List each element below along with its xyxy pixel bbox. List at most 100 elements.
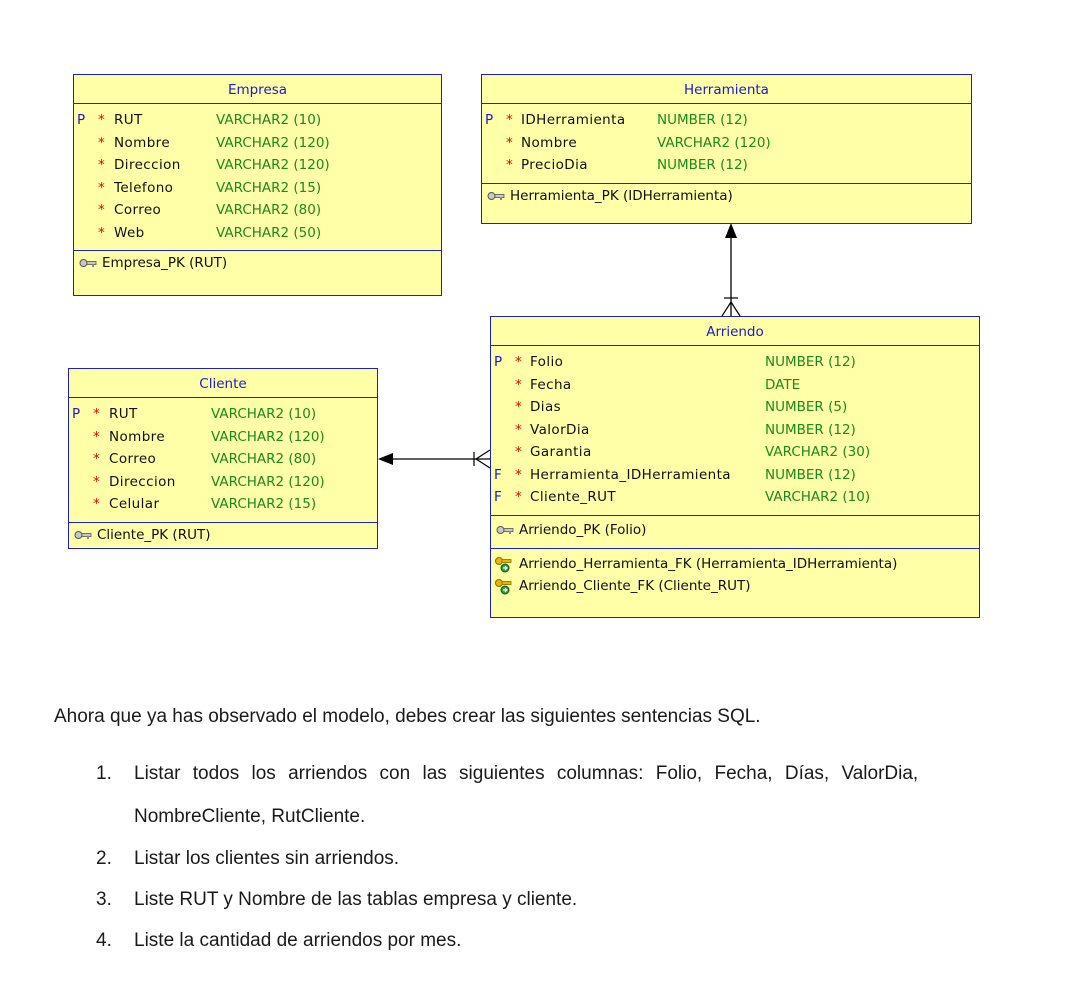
- fk-flag: F: [494, 489, 502, 505]
- column-type: VARCHAR2 (10): [211, 406, 317, 422]
- pk-flag: P: [77, 112, 86, 128]
- column-name: Correo: [114, 202, 162, 218]
- mandatory-star: *: [515, 399, 522, 415]
- column-type: VARCHAR2 (120): [211, 428, 325, 445]
- column-type: VARCHAR2 (30): [765, 444, 871, 460]
- mandatory-star: *: [515, 466, 522, 483]
- column-row: P * RUT VARCHAR2 (10): [69, 404, 377, 427]
- entity-title: Herramienta: [482, 75, 971, 104]
- key-icon: [487, 191, 505, 200]
- primary-key-label: Herramienta_PK (IDHerramienta): [510, 187, 733, 204]
- mandatory-star: *: [98, 157, 105, 173]
- column-row: * PrecioDia NUMBER (12): [482, 155, 971, 178]
- column-type: VARCHAR2 (10): [765, 489, 871, 505]
- column-name: Folio: [530, 354, 564, 370]
- foreign-key-list: Arriendo_Herramienta_FK (Herramienta_IDH…: [491, 549, 979, 597]
- column-type: NUMBER (12): [765, 466, 856, 483]
- primary-key-label: Cliente_PK (RUT): [97, 526, 211, 543]
- foreign-key-icon: [495, 556, 512, 572]
- column-type: VARCHAR2 (120): [216, 157, 330, 173]
- foreign-key-icon: [495, 578, 512, 594]
- mandatory-star: *: [93, 406, 100, 422]
- column-type: VARCHAR2 (120): [657, 134, 771, 151]
- primary-key-row: Herramienta_PK (IDHerramienta): [482, 184, 971, 206]
- key-icon: [79, 259, 97, 267]
- primary-key-label: Empresa_PK (RUT): [102, 255, 228, 271]
- column-name: Fecha: [530, 376, 572, 393]
- mandatory-star: *: [93, 496, 100, 512]
- mandatory-star: *: [93, 473, 100, 490]
- column-row: * Nombre VARCHAR2 (120): [74, 133, 441, 156]
- mandatory-star: *: [506, 134, 513, 151]
- column-type: NUMBER (12): [657, 157, 748, 173]
- column-type: NUMBER (12): [765, 421, 856, 438]
- column-type: VARCHAR2 (80): [216, 202, 322, 218]
- list-text: NombreCliente, RutCliente.: [134, 806, 366, 827]
- mandatory-star: *: [98, 179, 105, 196]
- list-text: Liste RUT y Nombre de las tablas empresa…: [134, 889, 578, 910]
- column-name: PrecioDia: [521, 157, 588, 173]
- mandatory-star: *: [506, 157, 513, 173]
- mandatory-star: *: [506, 112, 513, 128]
- list-text: Listar todos los arriendos con las sigui…: [134, 763, 919, 784]
- column-name: Nombre: [521, 134, 578, 151]
- column-name: Telefono: [114, 179, 174, 196]
- intro-paragraph: Ahora que ya has observado el modelo, de…: [54, 706, 761, 727]
- column-name: Nombre: [109, 428, 166, 445]
- list-text: Listar los clientes sin arriendos.: [134, 848, 400, 869]
- list-number: 3.: [96, 889, 112, 910]
- column-type: VARCHAR2 (80): [211, 451, 317, 467]
- fk-flag: F: [494, 466, 502, 483]
- column-type: NUMBER (5): [765, 399, 848, 415]
- column-name: Direccion: [109, 473, 176, 490]
- mandatory-star: *: [515, 376, 522, 393]
- arrow-head-icon: [725, 223, 737, 238]
- primary-key-row: Cliente_PK (RUT): [69, 523, 377, 545]
- entity-title: Empresa: [74, 75, 441, 104]
- column-name: RUT: [109, 406, 138, 422]
- primary-key-row: Arriendo_PK (Folio): [491, 516, 979, 549]
- key-icon: [74, 530, 92, 539]
- column-name: ValorDia: [530, 421, 590, 438]
- mandatory-star: *: [98, 112, 105, 128]
- mandatory-star: *: [93, 451, 100, 467]
- list-number: 1.: [96, 763, 112, 784]
- primary-key-label: Arriendo_PK (Folio): [519, 521, 647, 538]
- column-row: * Correo VARCHAR2 (80): [74, 200, 441, 223]
- column-type: NUMBER (12): [765, 354, 856, 370]
- entity-title: Arriendo: [491, 317, 979, 346]
- column-type: NUMBER (12): [657, 112, 748, 128]
- pk-flag: P: [485, 112, 494, 128]
- arrow-head-icon: [378, 453, 393, 465]
- pk-flag: P: [72, 406, 81, 422]
- foreign-key-row: Arriendo_Cliente_FK (Cliente_RUT): [491, 575, 979, 597]
- column-row: * ValorDia NUMBER (12): [491, 420, 979, 443]
- column-type: VARCHAR2 (50): [216, 224, 322, 241]
- column-type: VARCHAR2 (120): [216, 134, 330, 151]
- column-name: Web: [114, 224, 145, 241]
- entity-title: Cliente: [69, 369, 377, 398]
- mandatory-star: *: [98, 202, 105, 218]
- mandatory-star: *: [98, 134, 105, 151]
- mandatory-star: *: [515, 421, 522, 438]
- column-name: Nombre: [114, 134, 171, 151]
- column-name: Garantia: [530, 444, 592, 460]
- primary-key-row: Empresa_PK (RUT): [74, 251, 441, 273]
- relation-arriendo-herramienta: [721, 223, 741, 317]
